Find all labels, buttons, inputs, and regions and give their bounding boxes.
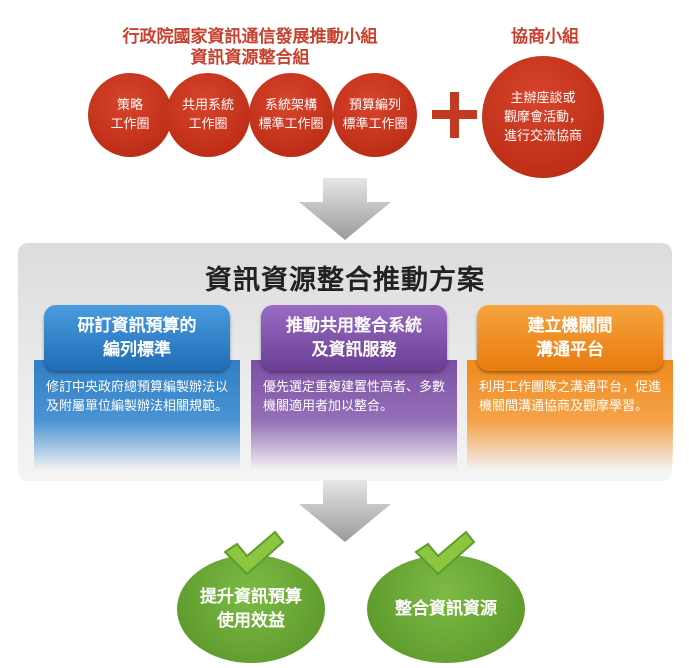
working-group-strategy: 策略 工作圈: [88, 73, 172, 157]
working-group-architecture: 系統架構 標準工作圈: [249, 73, 333, 157]
outcome-label: 提升資訊預算 使用效益: [200, 587, 302, 631]
down-arrow-icon: [299, 480, 391, 542]
working-group-label: 系統架構 標準工作圈: [258, 98, 324, 132]
side-title: 協商小組: [511, 27, 579, 47]
outcome-budget-efficiency: 提升資訊預算 使用效益: [177, 555, 325, 663]
working-group-budget: 預算編列 標準工作圈: [333, 73, 417, 157]
card-body-text: 利用工作團隊之溝通平台，促進機關間溝通協商及觀摩學習。: [479, 380, 662, 414]
main-title-line2: 資訊資源整合組: [190, 48, 310, 68]
card-heading-shared-systems: 推動共用整合系統 及資訊服務: [261, 305, 447, 371]
down-arrow-icon: [299, 178, 391, 240]
plus-icon-bar: [432, 110, 477, 119]
negotiation-label: 主辦座談或 觀摩會活動， 進行交流協商: [503, 90, 582, 144]
card-heading-text: 研訂資訊預算的 編列標準: [77, 316, 197, 360]
checkmark-icon: [223, 530, 285, 576]
working-group-shared-systems: 共用系統 工作圈: [166, 73, 250, 157]
card-body-text: 優先選定重複建置性高者、多數機關適用者加以整合。: [263, 380, 446, 414]
negotiation-group-circle: 主辦座談或 觀摩會活動， 進行交流協商: [482, 56, 604, 178]
card-heading-communication-platform: 建立機關間 溝通平台: [477, 305, 663, 371]
working-group-label: 預算編列 標準工作圈: [342, 98, 408, 132]
card-heading-text: 建立機關間 溝通平台: [527, 316, 613, 360]
card-body-shared-systems: 優先選定重複建置性高者、多數機關適用者加以整合。: [251, 360, 457, 470]
outcome-label: 整合資訊資源: [395, 599, 497, 619]
outcome-integrate-resources: 整合資訊資源: [367, 555, 525, 663]
working-group-label: 策略 工作圈: [110, 98, 150, 132]
checkmark-icon: [414, 530, 476, 576]
working-group-label: 共用系統 工作圈: [181, 98, 234, 132]
card-body-communication-platform: 利用工作團隊之溝通平台，促進機關間溝通協商及觀摩學習。: [467, 360, 673, 470]
main-title-line1: 行政院國家資訊通信發展推動小組: [122, 27, 378, 47]
plan-title: 資訊資源整合推動方案: [205, 265, 485, 296]
card-heading-budget-standard: 研訂資訊預算的 編列標準: [44, 305, 230, 371]
card-heading-text: 推動共用整合系統 及資訊服務: [286, 316, 422, 360]
card-body-text: 修訂中央政府總預算編製辦法以及附屬單位編製辦法相關規範。: [46, 380, 229, 414]
card-body-budget-standard: 修訂中央政府總預算編製辦法以及附屬單位編製辦法相關規範。: [34, 360, 240, 470]
